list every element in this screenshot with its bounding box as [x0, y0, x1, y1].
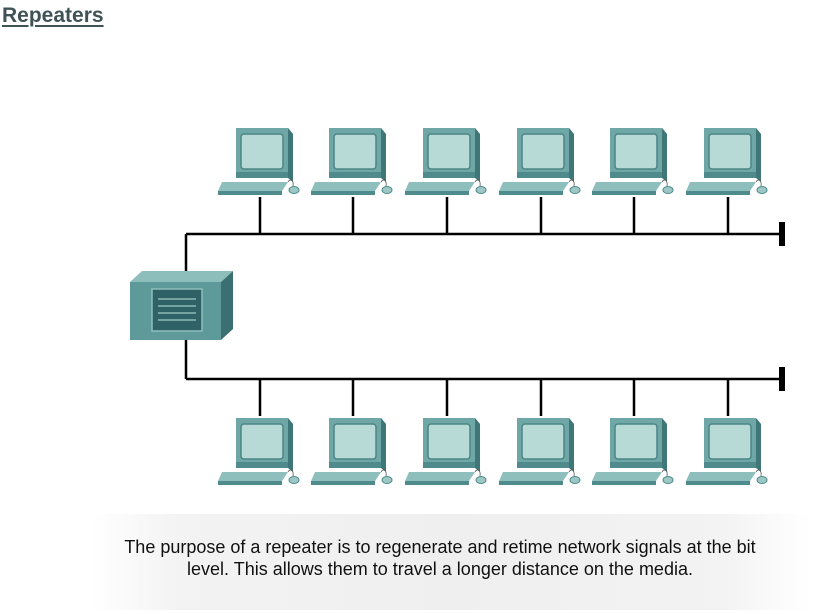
workstation-icon — [404, 417, 487, 486]
workstation-icon — [310, 417, 393, 486]
bottom-segment — [184, 340, 785, 416]
workstation-icon — [591, 127, 674, 196]
bottom-terminator — [779, 367, 785, 391]
caption-text: The purpose of a repeater is to regenera… — [124, 537, 756, 579]
workstation-icon — [591, 417, 674, 486]
workstation-icon — [685, 417, 768, 486]
workstation-icon — [217, 127, 300, 196]
workstation-icon — [685, 127, 768, 196]
workstation-icon — [498, 417, 581, 486]
workstation-icon — [217, 417, 300, 486]
page-title: Repeaters — [2, 4, 104, 27]
workstation-icon — [310, 127, 393, 196]
top-segment — [184, 197, 785, 272]
repeater-icon — [130, 271, 233, 340]
top-terminator — [779, 222, 785, 246]
workstation-icon — [498, 127, 581, 196]
network-diagram — [130, 127, 785, 486]
workstation-icon — [404, 127, 487, 196]
caption-panel — [92, 514, 810, 610]
